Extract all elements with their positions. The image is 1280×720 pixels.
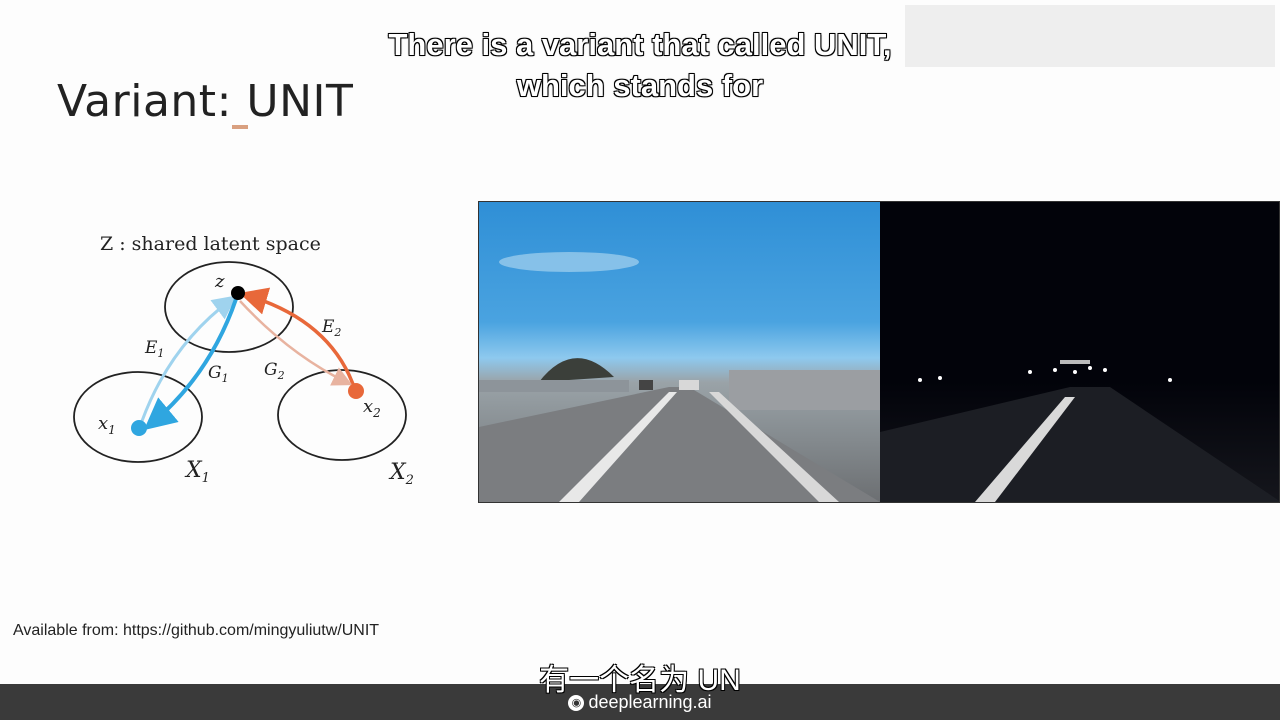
e2-label: E2 <box>321 317 341 339</box>
subtitle-english-line2: which stands for <box>516 67 764 103</box>
text-cursor-marker <box>232 125 248 129</box>
shared-latent-space-label: Z : shared latent space <box>100 233 321 255</box>
unit-diagram: Z : shared latent space z x1 x2 X1 X2 E1… <box>73 233 414 488</box>
source-link-text: Available from: https://github.com/mingy… <box>13 622 380 639</box>
brand-name: deeplearning.ai <box>588 692 712 712</box>
footer-brand: ◉deeplearning.ai <box>0 692 1280 713</box>
subtitle-english-line1: There is a variant that called UNIT, <box>388 26 892 62</box>
nighttime-road-image <box>880 202 1279 502</box>
slide: Variant: UNIT Z : shared latent space <box>13 76 1280 639</box>
domain2-ellipse <box>277 369 407 461</box>
x1-node <box>131 420 147 436</box>
g1-label: G1 <box>208 363 229 385</box>
translation-example-images <box>478 201 1280 503</box>
e2-arrow <box>239 287 356 388</box>
deeplearning-logo-icon: ◉ <box>568 695 585 712</box>
g2-arrow <box>239 300 353 386</box>
nighttime-road-scene <box>880 360 1279 502</box>
z-label: z <box>214 271 225 292</box>
x1-label: x1 <box>98 413 116 437</box>
daytime-road-scene <box>479 252 880 502</box>
x2-label: x2 <box>363 396 381 420</box>
footer-bar <box>0 684 1280 720</box>
daytime-road-image <box>479 202 880 502</box>
g1-arrow <box>143 298 238 431</box>
e1-arrow <box>140 295 237 422</box>
latent-space-ellipse <box>164 261 294 353</box>
g2-label: G2 <box>264 360 285 382</box>
subtitle-chinese: 有一个名为 UN <box>539 664 741 697</box>
z-node <box>231 286 245 300</box>
slide-title: Variant: UNIT <box>57 76 354 127</box>
e1-label: E1 <box>144 338 164 360</box>
domain1-label: X1 <box>184 458 210 486</box>
x2-node <box>348 383 364 399</box>
blurred-watermark <box>905 5 1275 67</box>
domain2-label: X2 <box>388 460 414 488</box>
domain1-ellipse <box>73 371 203 463</box>
